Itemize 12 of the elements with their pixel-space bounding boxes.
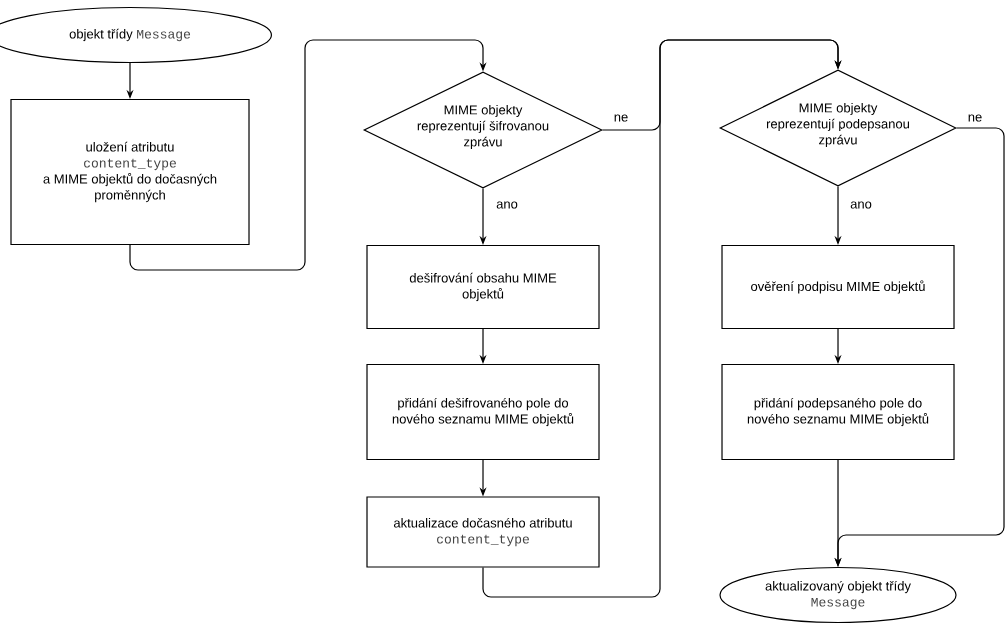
process-box: uložení atributu content_type a MIME objektů do dočasných proměnných: [10, 98, 250, 246]
process-box: aktualizace dočasného atributu content_type: [366, 496, 600, 568]
process-box: dešifrování obsahu MIME objektů: [366, 244, 600, 330]
arrow: [602, 39, 842, 131]
edge-label: ano: [495, 200, 519, 210]
edge-label: ne: [612, 113, 630, 123]
process-box: přidání dešifrovaného pole do nového seznamu MIME objektů: [366, 363, 600, 461]
process-box: přidání podepsaného pole do nového seznamu MIME objektů: [721, 363, 955, 461]
arrow: [129, 39, 487, 271]
edge-label: ne: [966, 113, 984, 123]
process-box: ověření podpisu MIME objektů: [721, 244, 955, 330]
edge-label: ano: [849, 200, 873, 210]
